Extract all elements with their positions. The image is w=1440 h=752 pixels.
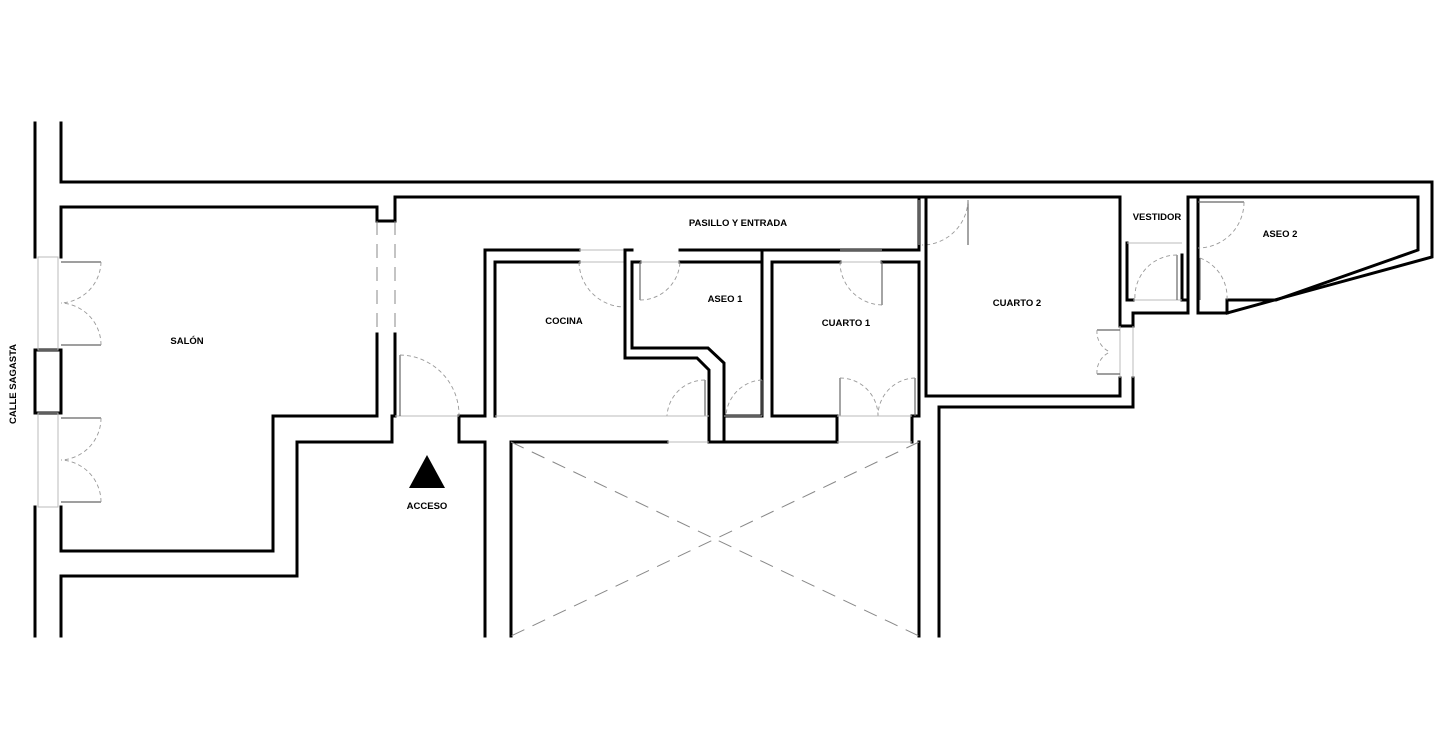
label-cuarto-2: CUARTO 2 bbox=[993, 298, 1041, 309]
room-vestidor bbox=[1125, 241, 1190, 302]
label-street: CALLE SAGASTA bbox=[8, 344, 19, 424]
room-aseo-2 bbox=[1186, 195, 1420, 315]
room-cuarto-2 bbox=[917, 195, 1190, 398]
triangle-up-icon bbox=[409, 455, 445, 488]
label-vestidor: VESTIDOR bbox=[1133, 212, 1182, 223]
label-cuarto-1: CUARTO 1 bbox=[822, 318, 871, 329]
label-access: ACCESO bbox=[407, 501, 448, 512]
label-cocina: COCINA bbox=[545, 316, 583, 327]
room-cuarto-1 bbox=[760, 248, 921, 444]
label-pasillo: PASILLO Y ENTRADA bbox=[689, 218, 787, 229]
exterior-walls bbox=[33, 121, 1434, 638]
label-aseo-2: ASEO 2 bbox=[1263, 229, 1298, 240]
room-aseo-1 bbox=[623, 248, 764, 444]
room-salon bbox=[37, 195, 921, 553]
patio-void bbox=[510, 441, 920, 637]
label-aseo-1: ASEO 1 bbox=[708, 294, 744, 305]
label-salon: SALÓN bbox=[170, 335, 203, 347]
entrance-door bbox=[390, 354, 487, 444]
room-pasillo bbox=[838, 195, 1122, 252]
